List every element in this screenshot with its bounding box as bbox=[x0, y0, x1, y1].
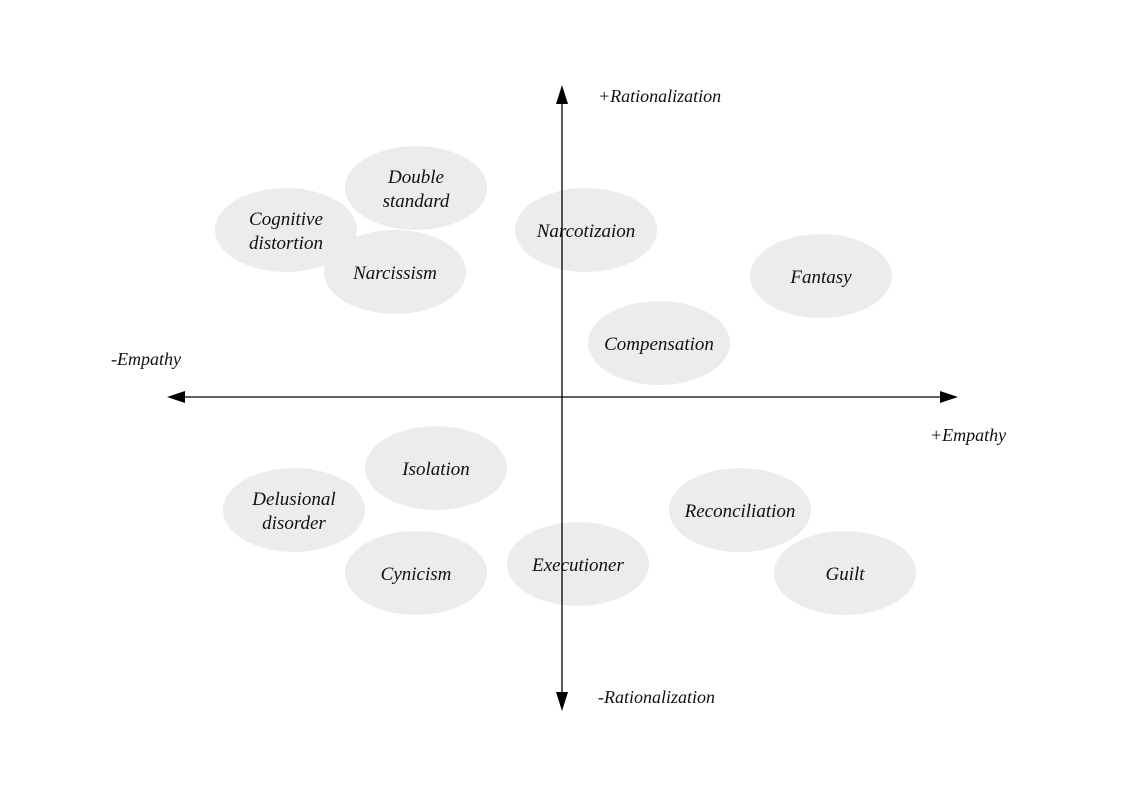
concept-bubble bbox=[324, 230, 466, 314]
concept-label: Narcissism bbox=[352, 263, 437, 284]
concept-label: Double bbox=[387, 167, 444, 188]
arrow-right-icon bbox=[940, 391, 958, 403]
y-negative-label: -Rationalization bbox=[598, 687, 715, 707]
concept-bubble bbox=[223, 468, 365, 552]
concept-label: Executioner bbox=[531, 555, 624, 576]
concept-label: Fantasy bbox=[789, 267, 852, 288]
concept-bubble bbox=[515, 188, 657, 272]
concept-cognitive-distortion: Cognitive distortion bbox=[215, 188, 357, 272]
concept-delusional-disorder: Delusional disorder bbox=[223, 468, 365, 552]
y-positive-label: +Rationalization bbox=[598, 86, 721, 106]
concept-bubble bbox=[507, 522, 649, 606]
x-positive-label: +Empathy bbox=[930, 425, 1006, 445]
concept-label: standard bbox=[383, 191, 450, 212]
concept-fantasy: Fantasy bbox=[750, 234, 892, 318]
axes bbox=[167, 85, 958, 711]
concept-double-standard: Double standard bbox=[345, 146, 487, 230]
x-negative-label: -Empathy bbox=[111, 349, 181, 369]
concept-bubble bbox=[669, 468, 811, 552]
concept-narcissism: Narcissism bbox=[324, 230, 466, 314]
concept-bubble bbox=[750, 234, 892, 318]
concept-cynicism: Cynicism bbox=[345, 531, 487, 615]
concept-bubble bbox=[774, 531, 916, 615]
concept-label: Compensation bbox=[604, 334, 714, 355]
concept-bubble bbox=[588, 301, 730, 385]
concept-label: Guilt bbox=[825, 564, 865, 585]
concept-reconciliation: Reconciliation bbox=[669, 468, 811, 552]
concept-label: Cynicism bbox=[381, 564, 452, 585]
arrow-left-icon bbox=[167, 391, 185, 403]
concept-bubble bbox=[215, 188, 357, 272]
concept-label: disorder bbox=[262, 513, 326, 534]
concept-compensation: Compensation bbox=[588, 301, 730, 385]
concept-bubble bbox=[365, 426, 507, 510]
concept-bubble bbox=[345, 146, 487, 230]
concept-executioner: Executioner bbox=[507, 522, 649, 606]
concept-label: Isolation bbox=[401, 459, 470, 480]
concept-label: distortion bbox=[249, 233, 323, 254]
concept-bubble bbox=[345, 531, 487, 615]
concept-isolation: Isolation bbox=[365, 426, 507, 510]
arrow-down-icon bbox=[556, 692, 568, 711]
arrow-up-icon bbox=[556, 85, 568, 104]
concept-label: Cognitive bbox=[249, 209, 323, 230]
concept-label: Reconciliation bbox=[684, 501, 796, 522]
concept-label: Delusional bbox=[251, 489, 335, 510]
concept-guilt: Guilt bbox=[774, 531, 916, 615]
concept-label: Narcotizaion bbox=[536, 221, 636, 242]
concept-narcotizaion: Narcotizaion bbox=[515, 188, 657, 272]
